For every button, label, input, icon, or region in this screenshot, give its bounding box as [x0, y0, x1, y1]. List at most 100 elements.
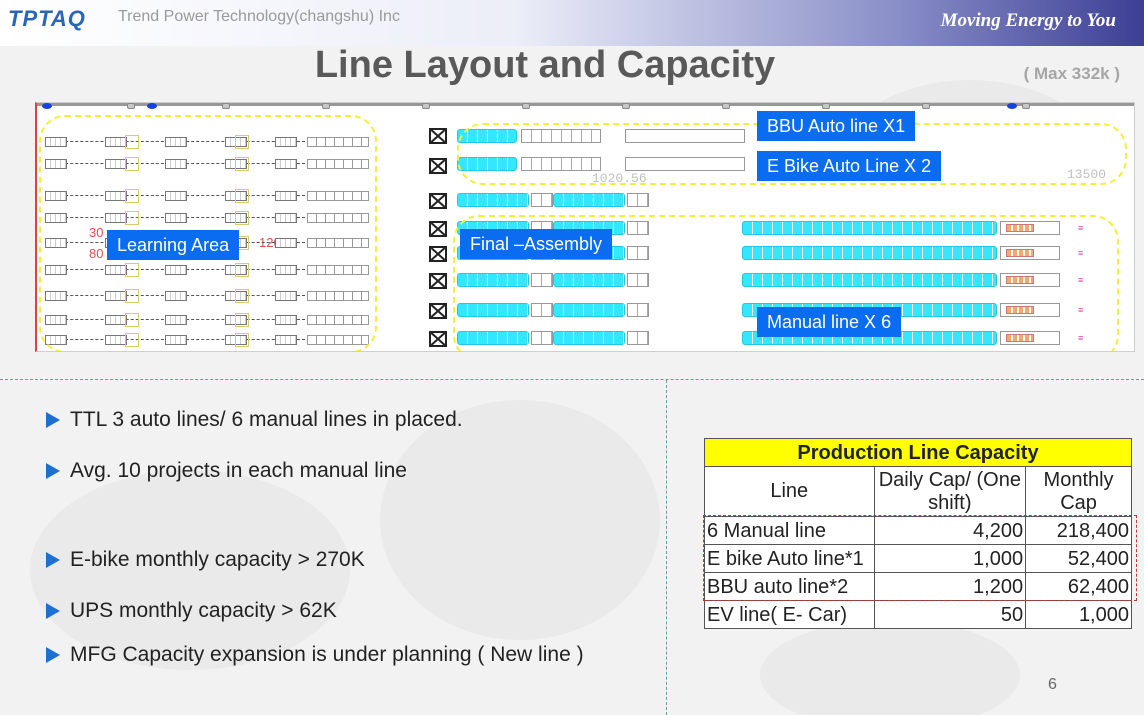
- workstation-outline: [125, 313, 139, 327]
- column-marker: [127, 103, 135, 109]
- background-map-shape: [380, 400, 660, 640]
- rack-grid: [627, 246, 649, 260]
- workstation: [105, 191, 127, 201]
- bullet-text: MFG Capacity expansion is under planning…: [70, 643, 584, 666]
- assembly-stations: [457, 303, 529, 317]
- column-marker: [222, 103, 230, 109]
- faint-label: 30: [89, 225, 104, 240]
- table-cell: 6 Manual line: [704, 516, 875, 545]
- final-assembly-label: Final –Assembly: [460, 229, 613, 259]
- manual-line-row: ≡: [742, 221, 1102, 235]
- final-assembly-row: [457, 273, 657, 287]
- dimension-label: 13500: [1067, 167, 1107, 182]
- rack-grid: [521, 157, 601, 171]
- learning-station-row: [45, 263, 369, 277]
- bullet-text: E-bike monthly capacity > 270K: [70, 548, 365, 571]
- workstation-outline: [235, 333, 249, 347]
- faint-label: 80: [89, 246, 104, 261]
- bbu-auto-line-label: BBU Auto line X1: [757, 111, 916, 141]
- cross-box-marker: [429, 221, 447, 237]
- bullet-arrow-icon: [46, 552, 60, 568]
- workstation: [275, 159, 297, 169]
- bullet-arrow-icon: [46, 603, 60, 619]
- bullet-item: UPS monthly capacity > 62K: [46, 599, 337, 623]
- background-map-shape: [30, 470, 350, 670]
- column-header: Daily Cap/ (One shift): [873, 466, 1027, 517]
- learning-area-zone: [39, 115, 377, 351]
- cross-box-marker: [429, 158, 447, 174]
- workstation: [45, 191, 67, 201]
- final-assembly-zone: [453, 215, 1119, 351]
- workstation: [225, 191, 247, 201]
- workstation-outline: [125, 263, 139, 277]
- assembly-stations: [553, 273, 625, 287]
- vertical-divider: [666, 380, 667, 715]
- workstation-outline: [125, 211, 139, 225]
- bullet-item: MFG Capacity expansion is under planning…: [46, 643, 584, 667]
- workstation-outline: [235, 135, 249, 149]
- cross-box-marker: [429, 246, 447, 262]
- learning-station-row: [45, 289, 369, 303]
- workstation: [275, 238, 297, 248]
- final-assembly-row: [457, 193, 657, 207]
- rack-grid: [307, 238, 369, 248]
- header-banner: TPTAQ Trend Power Technology(changshu) I…: [0, 0, 1144, 46]
- bullet-text: Avg. 10 projects in each manual line: [70, 459, 407, 482]
- workstation: [105, 335, 127, 345]
- marker-icon: ≡: [1078, 248, 1084, 258]
- bullet-arrow-icon: [46, 647, 60, 663]
- assembly-stations: [457, 273, 529, 287]
- assembly-stations: [553, 303, 625, 317]
- table-row: E bike Auto line*1 1,000 52,400: [704, 544, 1132, 573]
- rack-grid: [627, 303, 649, 317]
- rack-grid: [627, 331, 649, 345]
- workstation-outline: [125, 189, 139, 203]
- bullet-text: TTL 3 auto lines/ 6 manual lines in plac…: [70, 408, 463, 431]
- workstation: [165, 213, 187, 223]
- table-row: EV line( E- Car) 50 1,000: [704, 600, 1132, 629]
- table-cell: 1,200: [873, 572, 1027, 601]
- workstation: [275, 315, 297, 325]
- workstation-outline: [125, 157, 139, 171]
- workstation-outline: [125, 289, 139, 303]
- packing-station: [1006, 334, 1034, 342]
- rack-grid: [531, 193, 553, 207]
- rack-grid: [307, 191, 369, 201]
- workstation: [165, 315, 187, 325]
- rack-grid: [307, 159, 369, 169]
- workstation: [105, 265, 127, 275]
- column-marker: [922, 103, 930, 109]
- manual-line-stations: [742, 246, 997, 260]
- column-marker: [422, 103, 430, 109]
- table-cell: 218,400: [1025, 516, 1132, 545]
- marker-icon: ≡: [1078, 275, 1084, 285]
- cross-box-marker: [429, 128, 447, 144]
- rack-grid: [531, 303, 553, 317]
- workstation-outline: [235, 313, 249, 327]
- manual-line-label: Manual line X 6: [757, 307, 902, 337]
- highlight-frame: [703, 515, 1137, 601]
- table-cell: 1,000: [1025, 600, 1132, 629]
- workstation: [165, 191, 187, 201]
- rack-grid: [307, 265, 369, 275]
- slogan: Moving Energy to You: [940, 10, 1116, 31]
- packing-station: [1006, 276, 1034, 284]
- manual-line-row: ≡: [742, 273, 1102, 287]
- workstation: [165, 291, 187, 301]
- cross-box-marker: [429, 331, 447, 347]
- bullet-text: UPS monthly capacity > 62K: [70, 599, 337, 622]
- workstation-outline: [125, 333, 139, 347]
- column-header: Monthly Cap: [1025, 466, 1132, 517]
- column-marker: [722, 103, 730, 109]
- cross-box-marker: [429, 273, 447, 289]
- packing-station: [1006, 249, 1034, 257]
- table-cell: 50: [873, 600, 1027, 629]
- workstation: [45, 265, 67, 275]
- top-rail: [37, 103, 1134, 106]
- table-title: Production Line Capacity: [704, 438, 1132, 467]
- table-cell: 1,000: [873, 544, 1027, 573]
- workstation: [105, 137, 127, 147]
- final-assembly-row: [457, 303, 657, 317]
- workstation: [275, 191, 297, 201]
- workstation-outline: [125, 135, 139, 149]
